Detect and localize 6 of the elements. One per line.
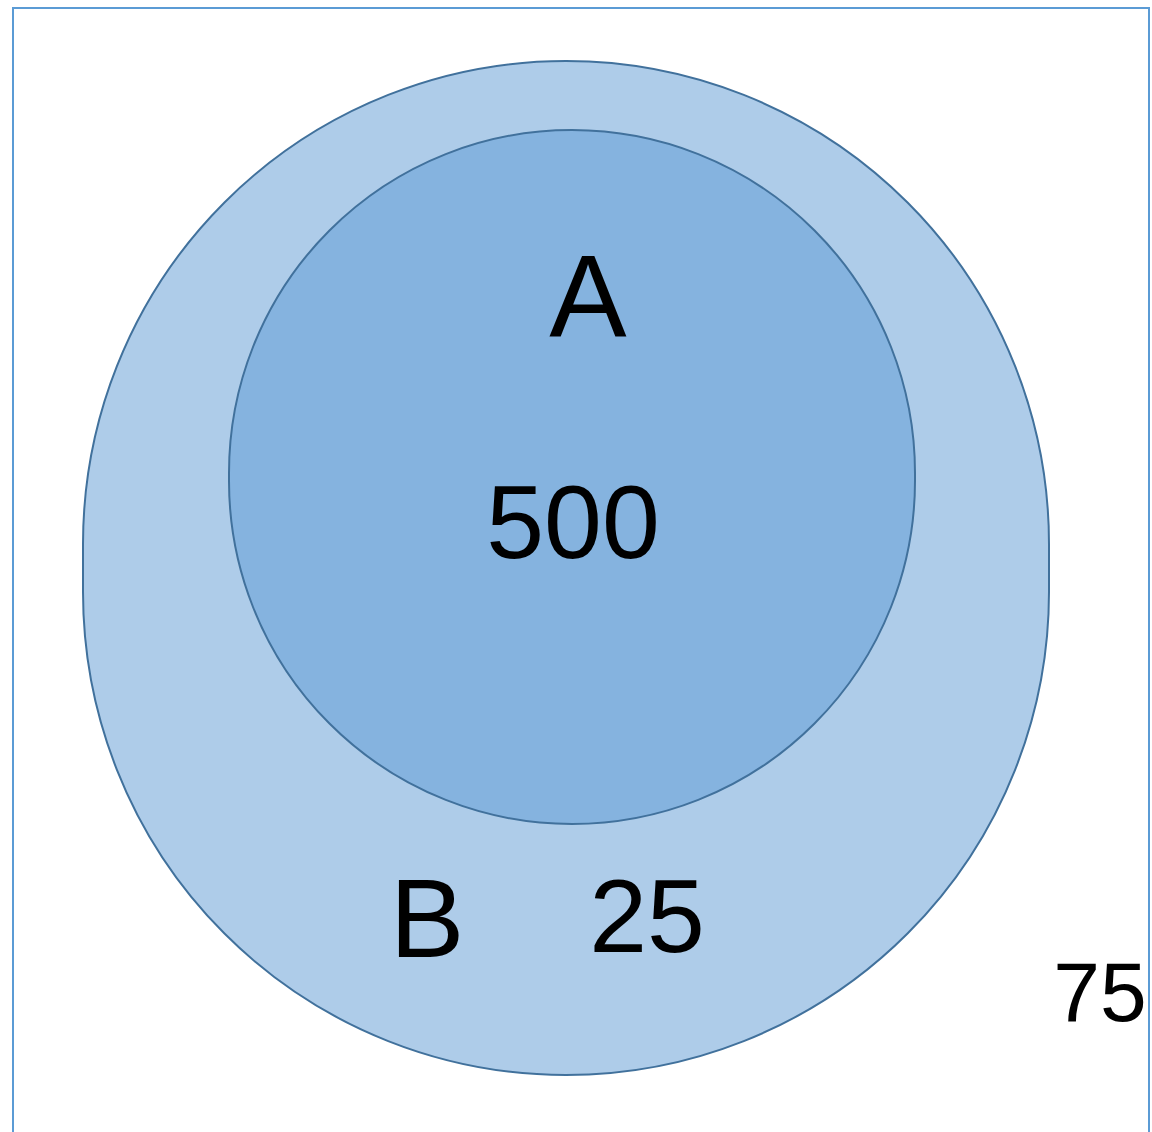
set-label: B xyxy=(389,863,465,975)
region-count: 75 xyxy=(1053,950,1147,1034)
set-label: A xyxy=(549,239,627,355)
region-count: 25 xyxy=(589,864,705,968)
region-count: 500 xyxy=(486,470,660,574)
universe-rectangle xyxy=(12,7,1150,1132)
